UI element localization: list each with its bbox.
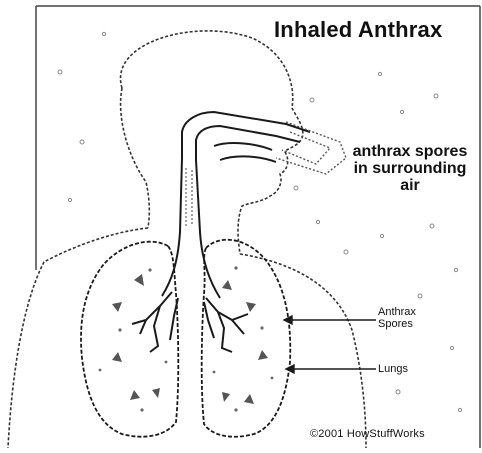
- nasal-airway: [182, 112, 310, 162]
- airflow-arrows: [112, 274, 268, 404]
- trachea-spores: [186, 168, 192, 226]
- bronchial-tree: [132, 292, 248, 352]
- left-lung: [81, 242, 178, 437]
- frame: [36, 6, 480, 448]
- lung-spores: [99, 266, 274, 411]
- spore-stream: [276, 122, 346, 174]
- label-anthrax-spores: Anthrax Spores: [378, 306, 438, 330]
- diagram-title: Inhaled Anthrax: [274, 17, 442, 43]
- annotation-spores-in-air: anthrax spores in surrounding air: [352, 143, 468, 194]
- label-lungs: Lungs: [378, 363, 408, 375]
- leader-lines: [284, 316, 376, 373]
- copyright-text: ©2001 HowStuffWorks: [310, 428, 425, 440]
- right-lung: [202, 240, 291, 437]
- trachea: [162, 158, 220, 298]
- head-body-outline: [8, 31, 366, 448]
